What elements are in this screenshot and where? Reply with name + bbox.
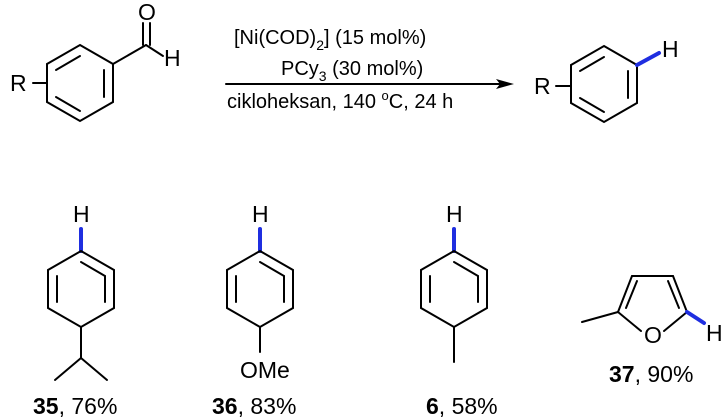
- product-r-label: R: [534, 73, 551, 99]
- compound-36-caption: 36, 83%: [212, 393, 296, 419]
- ligand-text: PCy3 (30 mol%): [281, 58, 423, 84]
- catalyst-prefix: [Ni(COD): [234, 27, 316, 49]
- product-h-label: H: [662, 36, 679, 62]
- compound-37-double-bond: [667, 280, 680, 309]
- reactant-double-bond: [55, 96, 81, 112]
- compound-36-number: 36: [212, 393, 238, 419]
- solvent-text: cikloheksan, 140 oC, 24 h: [227, 88, 453, 113]
- ligand-prefix: PCy: [281, 58, 319, 80]
- ligand-suffix: (30 mol%): [327, 58, 424, 80]
- reactant-carbonyl-carbon-bond: [112, 44, 147, 65]
- catalyst-suffix: ] (15 mol%): [324, 27, 426, 49]
- compound-36-double-bond: [259, 261, 285, 277]
- product-c-h-bond-highlight: [635, 51, 661, 67]
- compound-35-number: 35: [33, 393, 59, 419]
- compound-37-oxygen-label: O: [644, 322, 662, 348]
- compound-6-caption: 6, 58%: [426, 393, 498, 419]
- solvent-suffix: C, 24 h: [389, 91, 453, 113]
- compound-6-yield: , 58%: [439, 393, 498, 419]
- compound-36: H OMe 36, 83%: [212, 201, 296, 419]
- reactant-r-label: R: [10, 70, 27, 96]
- catalyst-subscript: 2: [316, 37, 324, 53]
- compound-35-caption: 35, 76%: [33, 393, 117, 419]
- product-double-bond: [579, 56, 605, 72]
- product-molecule: R H: [534, 36, 679, 124]
- compound-37-double-bond: [625, 280, 638, 309]
- compound-6-number: 6: [426, 393, 439, 419]
- compound-37-number: 37: [609, 361, 635, 387]
- reactant-aldehyde-h-bond: [145, 44, 164, 57]
- catalyst-text: [Ni(COD)2] (15 mol%): [234, 27, 426, 53]
- compound-6-h-label: H: [446, 201, 463, 227]
- reaction-arrow-head: [496, 79, 514, 89]
- compound-37-yield: , 90%: [635, 361, 694, 387]
- compound-37-ring-bond: [617, 275, 633, 313]
- reaction-conditions: [Ni(COD)2] (15 mol%) PCy3 (30 mol%) cikl…: [225, 27, 514, 113]
- compound-35-h-label: H: [73, 201, 90, 227]
- ligand-subscript: 3: [319, 68, 327, 84]
- compound-37-h-label: H: [706, 320, 723, 346]
- compound-37-methyl-bond: [581, 311, 619, 323]
- compound-35-yield: , 76%: [59, 393, 118, 419]
- compound-37-c-h-bond-highlight: [685, 310, 706, 325]
- compound-37-ring-bond: [672, 275, 688, 313]
- reactant-oxygen-label: O: [138, 0, 156, 25]
- compound-37-caption: 37, 90%: [609, 361, 693, 387]
- solvent-degree: o: [382, 88, 389, 103]
- product-double-bond: [579, 97, 605, 113]
- reactant-double-bond: [55, 55, 81, 71]
- compound-37: O H 37, 90%: [581, 275, 723, 387]
- compound-6-double-bond: [453, 261, 479, 277]
- compound-36-yield: , 83%: [238, 393, 297, 419]
- reactant-aldehyde-h-label: H: [164, 45, 181, 71]
- reactant-molecule: R O H: [10, 0, 181, 123]
- compound-36-h-label: H: [252, 201, 269, 227]
- compound-6: H 6, 58%: [420, 201, 498, 419]
- compound-37-ring-bond: [663, 311, 688, 332]
- compound-35-methyl-bond: [80, 357, 108, 381]
- compound-35: H 35, 76%: [33, 201, 117, 419]
- compound-37-ring-bond: [617, 311, 642, 332]
- compound-35-methyl-bond: [54, 357, 82, 381]
- solvent-prefix: cikloheksan, 140: [227, 91, 382, 113]
- compound-35-double-bond: [80, 261, 106, 277]
- compound-36-methoxy-label: OMe: [240, 357, 290, 383]
